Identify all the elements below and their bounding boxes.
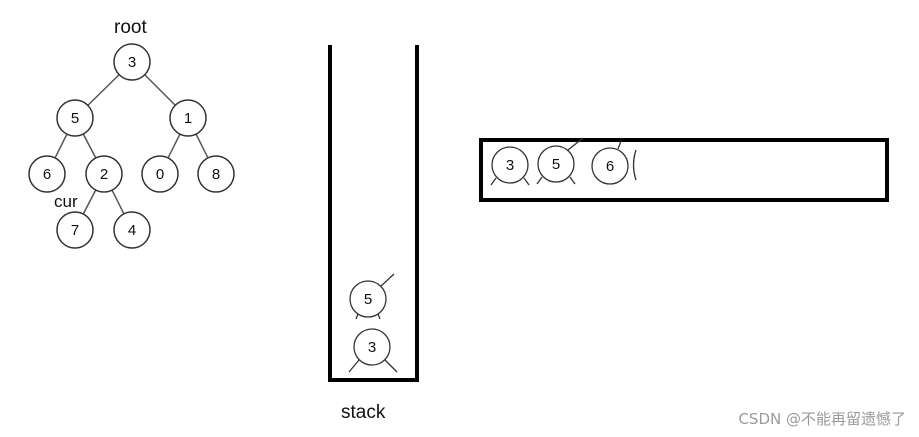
node-value: 0 bbox=[156, 166, 164, 183]
tree-edge bbox=[167, 133, 181, 159]
child-pointer-stub bbox=[348, 359, 360, 373]
child-pointer-stub bbox=[377, 313, 381, 320]
result-node-6: 6 bbox=[591, 140, 629, 185]
result-list: 3 5 6 bbox=[479, 137, 889, 202]
stack-node-circle bbox=[353, 328, 391, 366]
node-circle bbox=[113, 43, 151, 81]
partial-node-arc bbox=[632, 149, 637, 181]
tree-edge bbox=[82, 133, 97, 159]
node-circle bbox=[85, 155, 123, 193]
node-circle bbox=[141, 155, 179, 193]
tree-node-2: 2 bbox=[85, 155, 123, 193]
node-value: 7 bbox=[71, 222, 79, 239]
result-node-value: 5 bbox=[552, 156, 560, 173]
tree-edge bbox=[195, 133, 209, 159]
tree-node-8: 8 bbox=[197, 155, 235, 193]
node-value: 3 bbox=[128, 54, 136, 71]
child-pointer-stub bbox=[567, 137, 584, 151]
result-node-5: 5 bbox=[536, 137, 584, 185]
child-pointer-stub bbox=[380, 273, 395, 287]
tree-edge bbox=[144, 74, 176, 106]
binary-tree: root cur 3 5 1 6 2 0 8 7 4 bbox=[28, 17, 235, 249]
tree-nodes: 3 5 1 6 2 0 8 7 4 bbox=[28, 43, 235, 249]
child-pointer-stub bbox=[490, 177, 497, 186]
child-pointer-stub bbox=[355, 313, 359, 320]
tree-edge bbox=[54, 133, 68, 159]
node-value: 8 bbox=[212, 166, 220, 183]
stack-node-circle bbox=[349, 280, 387, 318]
stack-node-5: 5 bbox=[349, 273, 395, 320]
tree-edge bbox=[87, 74, 120, 106]
stack-container: 53 stack bbox=[328, 45, 419, 423]
root-label: root bbox=[114, 17, 147, 38]
tree-edges bbox=[54, 74, 209, 215]
stack-node-value: 5 bbox=[364, 291, 372, 308]
node-value: 6 bbox=[43, 166, 51, 183]
tree-node-3: 3 bbox=[113, 43, 151, 81]
stack-node-value: 3 bbox=[368, 339, 376, 356]
result-node-circle bbox=[491, 146, 529, 184]
node-circle bbox=[56, 99, 94, 137]
result-items: 3 5 6 bbox=[490, 137, 629, 186]
tree-node-4: 4 bbox=[113, 211, 151, 249]
child-pointer-stub bbox=[569, 176, 576, 185]
result-list-box bbox=[479, 138, 889, 202]
tree-node-0: 0 bbox=[141, 155, 179, 193]
child-pointer-stub bbox=[384, 359, 398, 373]
result-node-value: 3 bbox=[506, 157, 514, 174]
child-pointer-stub bbox=[536, 176, 543, 185]
tree-node-1: 1 bbox=[169, 99, 207, 137]
node-value: 1 bbox=[184, 110, 192, 127]
node-value: 5 bbox=[71, 110, 79, 127]
result-node-value: 6 bbox=[606, 158, 614, 175]
watermark: CSDN @不能再留遗憾了 bbox=[738, 410, 906, 428]
node-value: 2 bbox=[100, 166, 108, 183]
tree-edge bbox=[82, 189, 97, 215]
result-node-circle bbox=[537, 145, 575, 183]
child-pointer-stub bbox=[523, 177, 530, 186]
tree-node-5: 5 bbox=[56, 99, 94, 137]
node-circle bbox=[28, 155, 66, 193]
node-circle bbox=[56, 211, 94, 249]
node-circle bbox=[169, 99, 207, 137]
node-circle bbox=[197, 155, 235, 193]
stack-node-3: 3 bbox=[348, 328, 398, 373]
tree-node-7: 7 bbox=[56, 211, 94, 249]
cur-label: cur bbox=[54, 192, 78, 211]
result-node-circle bbox=[591, 147, 629, 185]
node-circle bbox=[113, 211, 151, 249]
stack-label: stack bbox=[341, 402, 386, 423]
node-value: 4 bbox=[128, 222, 136, 239]
tree-edge bbox=[111, 189, 125, 215]
stack-items: 53 bbox=[348, 273, 398, 373]
tree-node-6: 6 bbox=[28, 155, 66, 193]
result-node-3: 3 bbox=[490, 146, 530, 186]
child-pointer-stub bbox=[617, 140, 622, 150]
